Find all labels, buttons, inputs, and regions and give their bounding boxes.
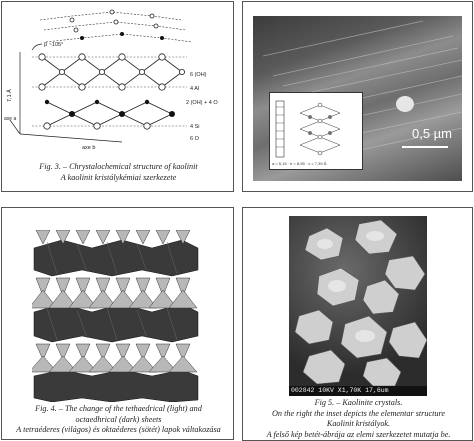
layer-label-1: 6 (OH) [190,72,207,78]
kaolinite-sem-image: 002842 10KV X1,70K 17,6um [289,216,427,396]
fig4-caption-hu: A tetraéderes (világos) és oktaéderes (s… [16,425,221,434]
kaolinit-structure-diagram: β ~105° 7,1 Å axe a axe b 6 (OH) 4 Al 2 … [4,9,218,151]
fig3-caption-hu: A kaolinit kristálykémiai szerkezete [60,172,177,182]
structure-inset: a = 5,15 · b = 8,95 · c = 7,39 Å [269,92,363,170]
fig5-caption: Fig 5. – Kaolinite crystals. On the righ… [245,398,472,440]
sem-panel: 0,5 µm a = 5,15 · b [242,1,473,192]
fig5-caption-line1: Fig 5. – Kaolinite crystals. [314,398,403,407]
axis-b-label: axe b [82,145,95,151]
sem-image: 0,5 µm a = 5,15 · b [253,16,462,181]
layer-label-2: 4 Al [190,86,199,92]
axis-a-label: axe a [4,116,16,122]
fig3-caption: Fig. 3. – Chrystalochemical structure of… [6,162,231,183]
axis-c-label: 7,1 Å [6,89,13,102]
sheet-model-image [32,230,200,402]
fig5-caption-line3: Kaolinit kristályok. [326,419,391,428]
fig3-panel: β ~105° 7,1 Å axe a axe b 6 (OH) 4 Al 2 … [1,1,234,192]
fig5-caption-line4: A felső kép betét-ábrája az elemi szerke… [266,429,451,439]
scale-label: 0,5 µm [411,126,452,141]
fig4-caption-line2: octaedhrical (dark) sheets [75,414,162,424]
fig4-caption-line1: Fig. 4. – The change of the tethaedrical… [35,404,202,413]
sem-footer: 002842 10KV X1,70K 17,6um [289,386,427,396]
scale-bar [402,146,448,148]
fig5-caption-line2: On the right the inset depicts the eleme… [272,408,445,418]
fig4-panel: Fig. 4. – The change of the tethaedrical… [1,207,234,440]
inset-label: a = 5,15 · b = 8,95 · c = 7,39 Å [272,161,327,166]
layer-label-4: 4 Si [190,124,199,130]
fig4-caption: Fig. 4. – The change of the tethaedrical… [6,404,231,436]
fig3-caption-en: Fig. 3. – Chrystalochemical structure of… [39,162,198,171]
angle-label: β ~105° [44,42,63,48]
fig5-panel: 002842 10KV X1,70K 17,6um Fig 5. – Kaoli… [242,207,473,441]
layer-label-5: 6 O [190,136,200,142]
layer-label-3: 2 (OH) + 4 O [186,100,218,106]
